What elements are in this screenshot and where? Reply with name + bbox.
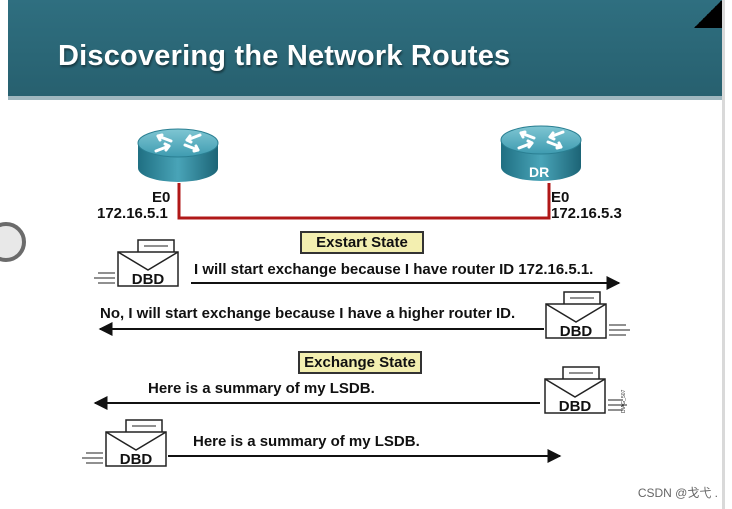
title-bar: Discovering the Network Routes xyxy=(8,0,722,96)
dbd-label: DBD xyxy=(560,323,593,340)
right-interface-label: E0 xyxy=(551,189,570,206)
network-diagram: DBD DBD DBD DIAG_507 DB xyxy=(82,125,630,468)
dbd-packet-icon: DBD xyxy=(82,419,167,468)
message-3: Here is a summary of my LSDB. xyxy=(148,380,375,397)
message-1: I will start exchange because I have rou… xyxy=(194,261,594,278)
exstart-state-box: Exstart State xyxy=(300,231,424,254)
message-4: Here is a summary of my LSDB. xyxy=(193,433,420,450)
title-bar-shadow xyxy=(8,96,722,100)
figure-code: DIAG_507 xyxy=(621,389,627,413)
router-left-icon xyxy=(137,128,219,182)
ethernet-link xyxy=(177,183,551,220)
watermark: CSDN @戈弋 . xyxy=(637,486,718,500)
message-2: No, I will start exchange because I have… xyxy=(100,305,516,322)
dbd-label: DBD xyxy=(132,271,165,288)
dbd-label: DBD xyxy=(120,451,153,468)
page-curl-corner xyxy=(694,0,722,28)
window-edge xyxy=(722,0,725,509)
dbd-packet-icon: DBD xyxy=(94,239,179,288)
left-interface-label: E0 xyxy=(152,189,171,206)
dbd-packet-icon: DBD DIAG_507 xyxy=(544,366,627,415)
router-dr-label: DR xyxy=(529,164,550,180)
dbd-packet-icon: DBD xyxy=(545,291,630,340)
slide-title: Discovering the Network Routes xyxy=(58,40,511,72)
router-dr-icon xyxy=(500,125,582,181)
right-ip-label: 172.16.5.3 xyxy=(551,205,622,222)
left-ip-label: 172.16.5.1 xyxy=(97,205,168,222)
dbd-label: DBD xyxy=(559,398,592,415)
exchange-state-box: Exchange State xyxy=(298,351,422,374)
